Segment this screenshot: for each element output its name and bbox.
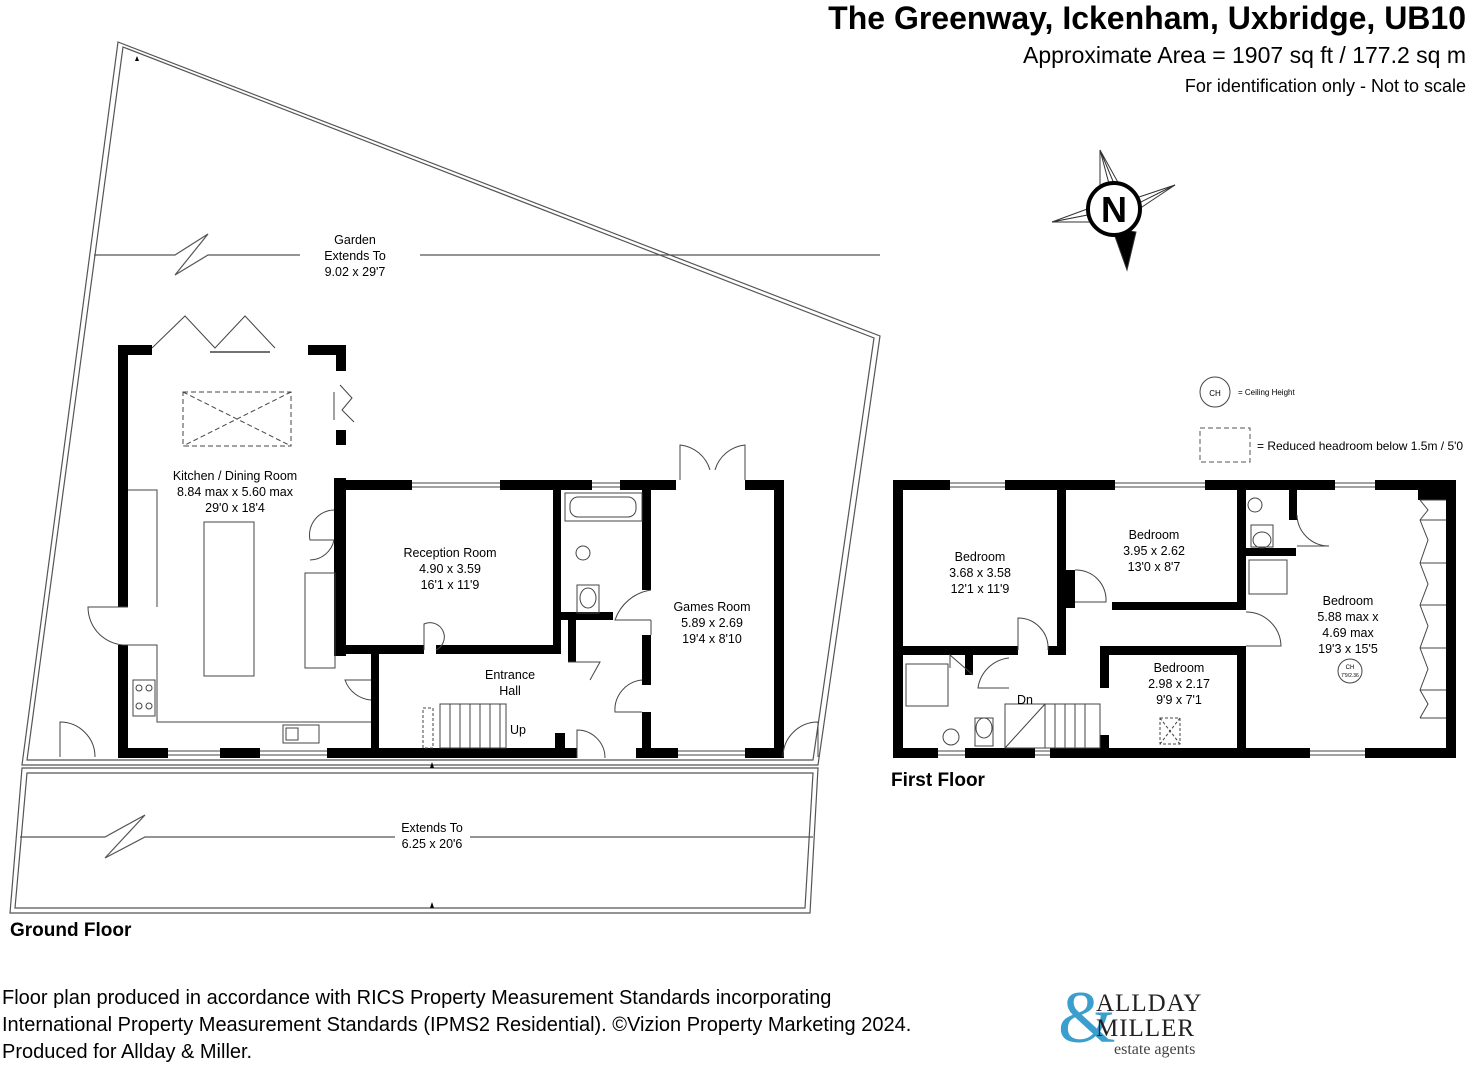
ch-value: 7'9/2.36 (1341, 673, 1359, 679)
ground-floor-walls (118, 345, 784, 758)
logo-line-1: ALLDAY (1096, 990, 1203, 1017)
bed1-metric: 3.68 x 3.58 (949, 566, 1011, 580)
bed4-imperial: 19'3 x 15'5 (1318, 642, 1378, 656)
footer-line-2: International Property Measurement Stand… (2, 1014, 912, 1036)
first-floor-fixtures (905, 497, 1446, 749)
windows (168, 482, 1375, 756)
stairs-up-label: Up (510, 723, 526, 737)
garden-label: Garden (334, 233, 376, 247)
garden-size: 9.02 x 29'7 (325, 265, 386, 279)
bed2-name: Bedroom (1129, 528, 1180, 542)
legend-ch-text: = Ceiling Height (1238, 388, 1295, 397)
games-metric: 5.89 x 2.69 (681, 616, 743, 630)
allday-miller-logo: & ALLDAY MILLER estate agents (1058, 978, 1228, 1060)
compass-north-letter: N (1101, 189, 1127, 230)
logo-ampersand: & (1058, 977, 1116, 1059)
bed4-name: Bedroom (1323, 594, 1374, 608)
games-imperial: 19'4 x 8'10 (682, 632, 742, 646)
reception-name: Reception Room (403, 546, 496, 560)
logo-line-2: MILLER (1096, 1015, 1196, 1042)
compass-rose (1051, 149, 1176, 272)
front-size: 6.25 x 20'6 (402, 837, 463, 851)
bed2-imperial: 13'0 x 8'7 (1128, 560, 1181, 574)
games-name: Games Room (673, 600, 750, 614)
bed1-imperial: 12'1 x 11'9 (951, 582, 1010, 596)
kitchen-imperial: 29'0 x 18'4 (205, 501, 265, 515)
bed2-metric: 3.95 x 2.62 (1123, 544, 1185, 558)
plan-title: The Greenway, Ickenham, Uxbridge, UB10 (828, 0, 1466, 36)
footer-line-1: Floor plan produced in accordance with R… (2, 987, 832, 1009)
hall-label-2: Hall (499, 684, 521, 698)
legend: CH = Ceiling Height = Reduced headroom b… (1199, 376, 1463, 463)
approximate-area: Approximate Area = 1907 sq ft / 177.2 sq… (1022, 42, 1466, 68)
bed3-name: Bedroom (1154, 661, 1205, 675)
legend-ch-symbol: CH (1209, 389, 1221, 398)
ground-floor-label: Ground Floor (10, 920, 132, 941)
logo-line-3: estate agents (1114, 1041, 1196, 1058)
bed4-metric: 5.88 max x (1317, 610, 1379, 624)
bed4-metric-2: 4.69 max (1322, 626, 1374, 640)
footer-note: Floor plan produced in accordance with R… (2, 985, 911, 1066)
legend-reduced-text: = Reduced headroom below 1.5m / 5'0 (1257, 439, 1463, 453)
kitchen-name: Kitchen / Dining Room (173, 469, 297, 483)
ch-mark: CH (1346, 665, 1355, 671)
first-floor-walls (893, 480, 1456, 758)
ground-floor-fixtures (59, 315, 819, 759)
garden-boundary (9, 41, 881, 914)
bed1-name: Bedroom (955, 550, 1006, 564)
garden-extends: Extends To (324, 249, 386, 263)
front-extends: Extends To (401, 821, 463, 835)
stairs-down-label: Dn (1017, 693, 1033, 707)
first-floor-label: First Floor (891, 770, 985, 791)
scale-note: For identification only - Not to scale (1184, 76, 1466, 96)
reception-metric: 4.90 x 3.59 (419, 562, 481, 576)
reception-imperial: 16'1 x 11'9 (421, 578, 480, 592)
bed3-metric: 2.98 x 2.17 (1148, 677, 1210, 691)
bed3-imperial: 9'9 x 7'1 (1156, 693, 1202, 707)
boundary-markers (135, 56, 434, 908)
hall-label-1: Entrance (485, 668, 535, 682)
kitchen-metric: 8.84 max x 5.60 max (177, 485, 294, 499)
footer-line-3: Produced for Allday & Miller. (2, 1041, 253, 1063)
